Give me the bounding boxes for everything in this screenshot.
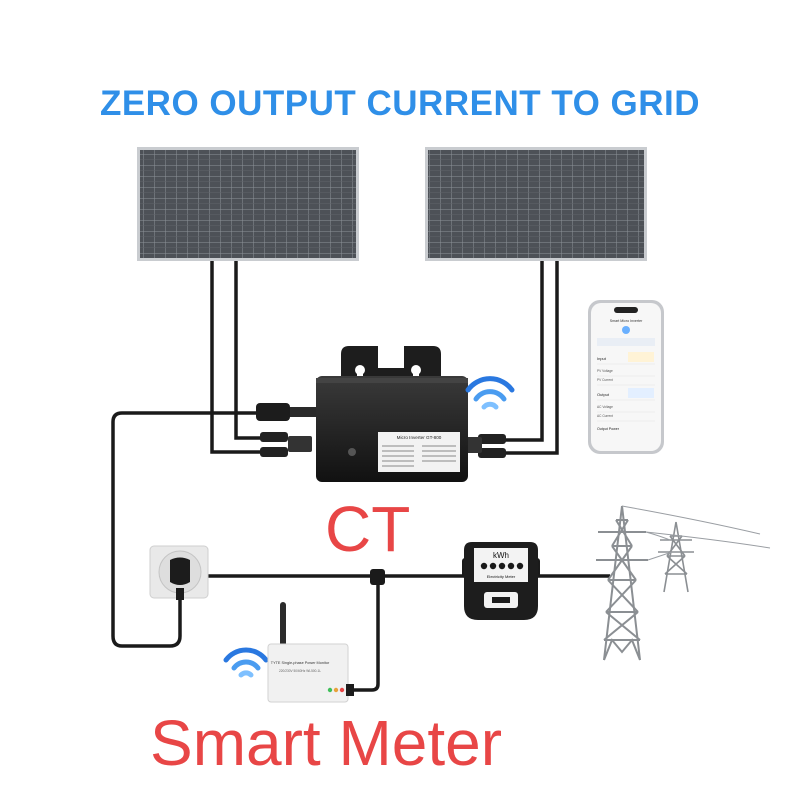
ct-label: CT <box>325 493 411 565</box>
phone-row: Output <box>597 392 610 397</box>
transmission-tower-icon <box>658 521 694 593</box>
solar-panel-right <box>425 147 647 261</box>
smartphone-icon: Smart Micro Inverter Input PV Voltage PV… <box>588 300 664 454</box>
phone-row: Output Power <box>597 427 620 431</box>
smart-meter-model: TYTE Single-phase Power Monitor <box>271 661 330 665</box>
dc-cables <box>210 261 559 455</box>
phone-row: PV Voltage <box>597 369 613 373</box>
ac-cable <box>111 411 610 692</box>
wifi-icon <box>223 647 269 678</box>
ac-connector <box>256 403 318 421</box>
inverter-nameplate: Micro Inverter GT-800 <box>397 435 442 440</box>
wifi-icon <box>465 376 515 410</box>
smart-meter-device: TYTE Single-phase Power Monitor 220/230V… <box>267 602 354 703</box>
ct-clamp <box>370 569 385 585</box>
smart-meter-label: Smart Meter <box>150 707 503 779</box>
phone-row: AC Current <box>597 414 613 418</box>
phone-row: PV Current <box>597 378 613 382</box>
transmission-tower-icon <box>596 505 648 661</box>
solar-panel-left <box>137 147 359 261</box>
diagram-title: ZERO OUTPUT CURRENT TO GRID <box>99 84 701 123</box>
power-lines <box>621 505 771 561</box>
electricity-meter: kWh Electricity Meter <box>462 542 540 620</box>
phone-app-title: Smart Micro Inverter <box>610 319 643 323</box>
plug-socket-icon <box>149 545 209 600</box>
micro-inverter: Micro Inverter GT-800 <box>316 346 468 482</box>
smart-meter-specs: 220/230V 50/60Hz WL500-1L <box>279 669 321 673</box>
phone-row: AC Voltage <box>597 405 613 409</box>
phone-row: Input <box>597 356 607 361</box>
meter-unit: kWh <box>493 551 509 560</box>
meter-caption: Electricity Meter <box>487 574 516 579</box>
